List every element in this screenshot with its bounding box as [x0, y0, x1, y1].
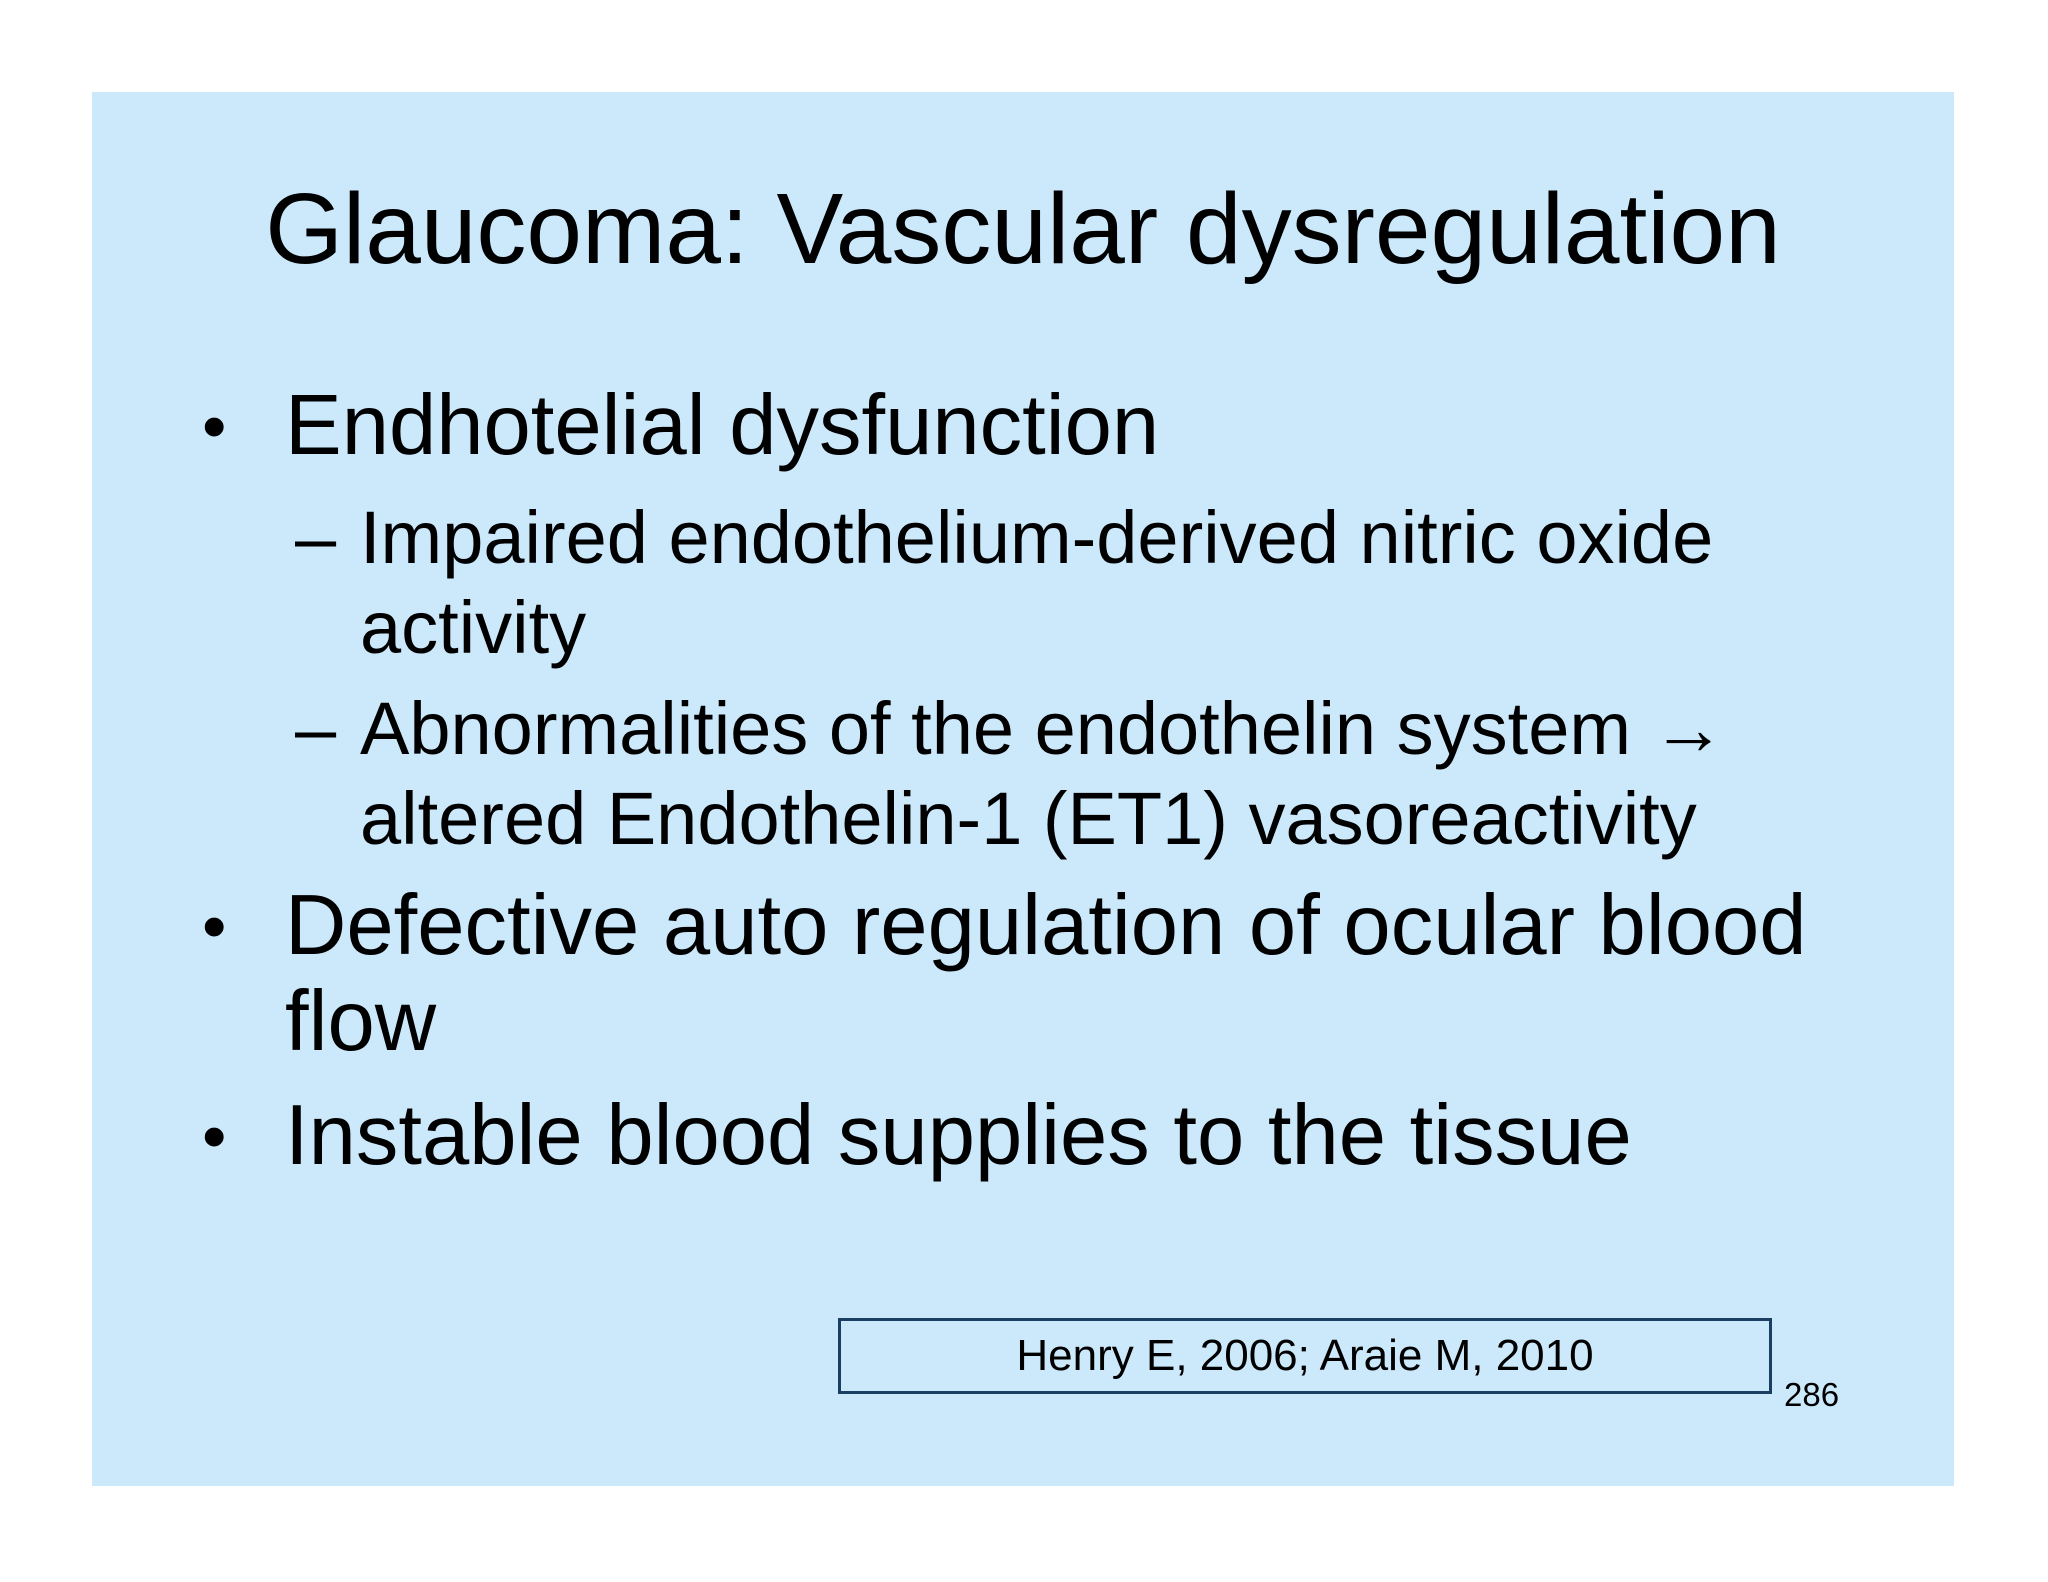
bullet-dot-marker: •	[202, 887, 227, 965]
bullet-text: Endhotelial dysfunction	[285, 378, 1160, 473]
dash-marker: –	[295, 496, 337, 579]
bullet-item-instable: • Instable blood supplies to the tissue	[202, 1088, 1891, 1184]
bullet-dot-marker: •	[202, 1097, 227, 1175]
bullet-dot-marker: •	[202, 387, 227, 465]
bullet-item-autoregulation: • Defective auto regulation of ocular bl…	[202, 878, 1891, 1070]
citation-box: Henry E, 2006; Araie M, 2010	[838, 1318, 1772, 1394]
sub-bullet-text: Abnormalities of the endothelin system →…	[360, 687, 1726, 860]
citation-text: Henry E, 2006; Araie M, 2010	[1016, 1331, 1594, 1380]
bullet-text: Instable blood supplies to the tissue	[285, 1088, 1632, 1183]
sub-bullet-item-abnormalities: – Abnormalities of the endothelin system…	[295, 684, 1891, 864]
slide: Glaucoma: Vascular dysregulation • Endho…	[92, 92, 1954, 1486]
sub-bullet-item-impaired: – Impaired endothelium-derived nitric ox…	[295, 493, 1891, 673]
bullet-item-endothelial: • Endhotelial dysfunction	[202, 378, 1891, 474]
bullet-text: Defective auto regulation of ocular bloo…	[285, 878, 1807, 1069]
sub-bullet-text: Impaired endothelium-derived nitric oxid…	[360, 496, 1714, 669]
page-number: 286	[1784, 1376, 1840, 1413]
slide-title: Glaucoma: Vascular dysregulation	[265, 173, 1781, 285]
dash-marker: –	[295, 687, 337, 770]
